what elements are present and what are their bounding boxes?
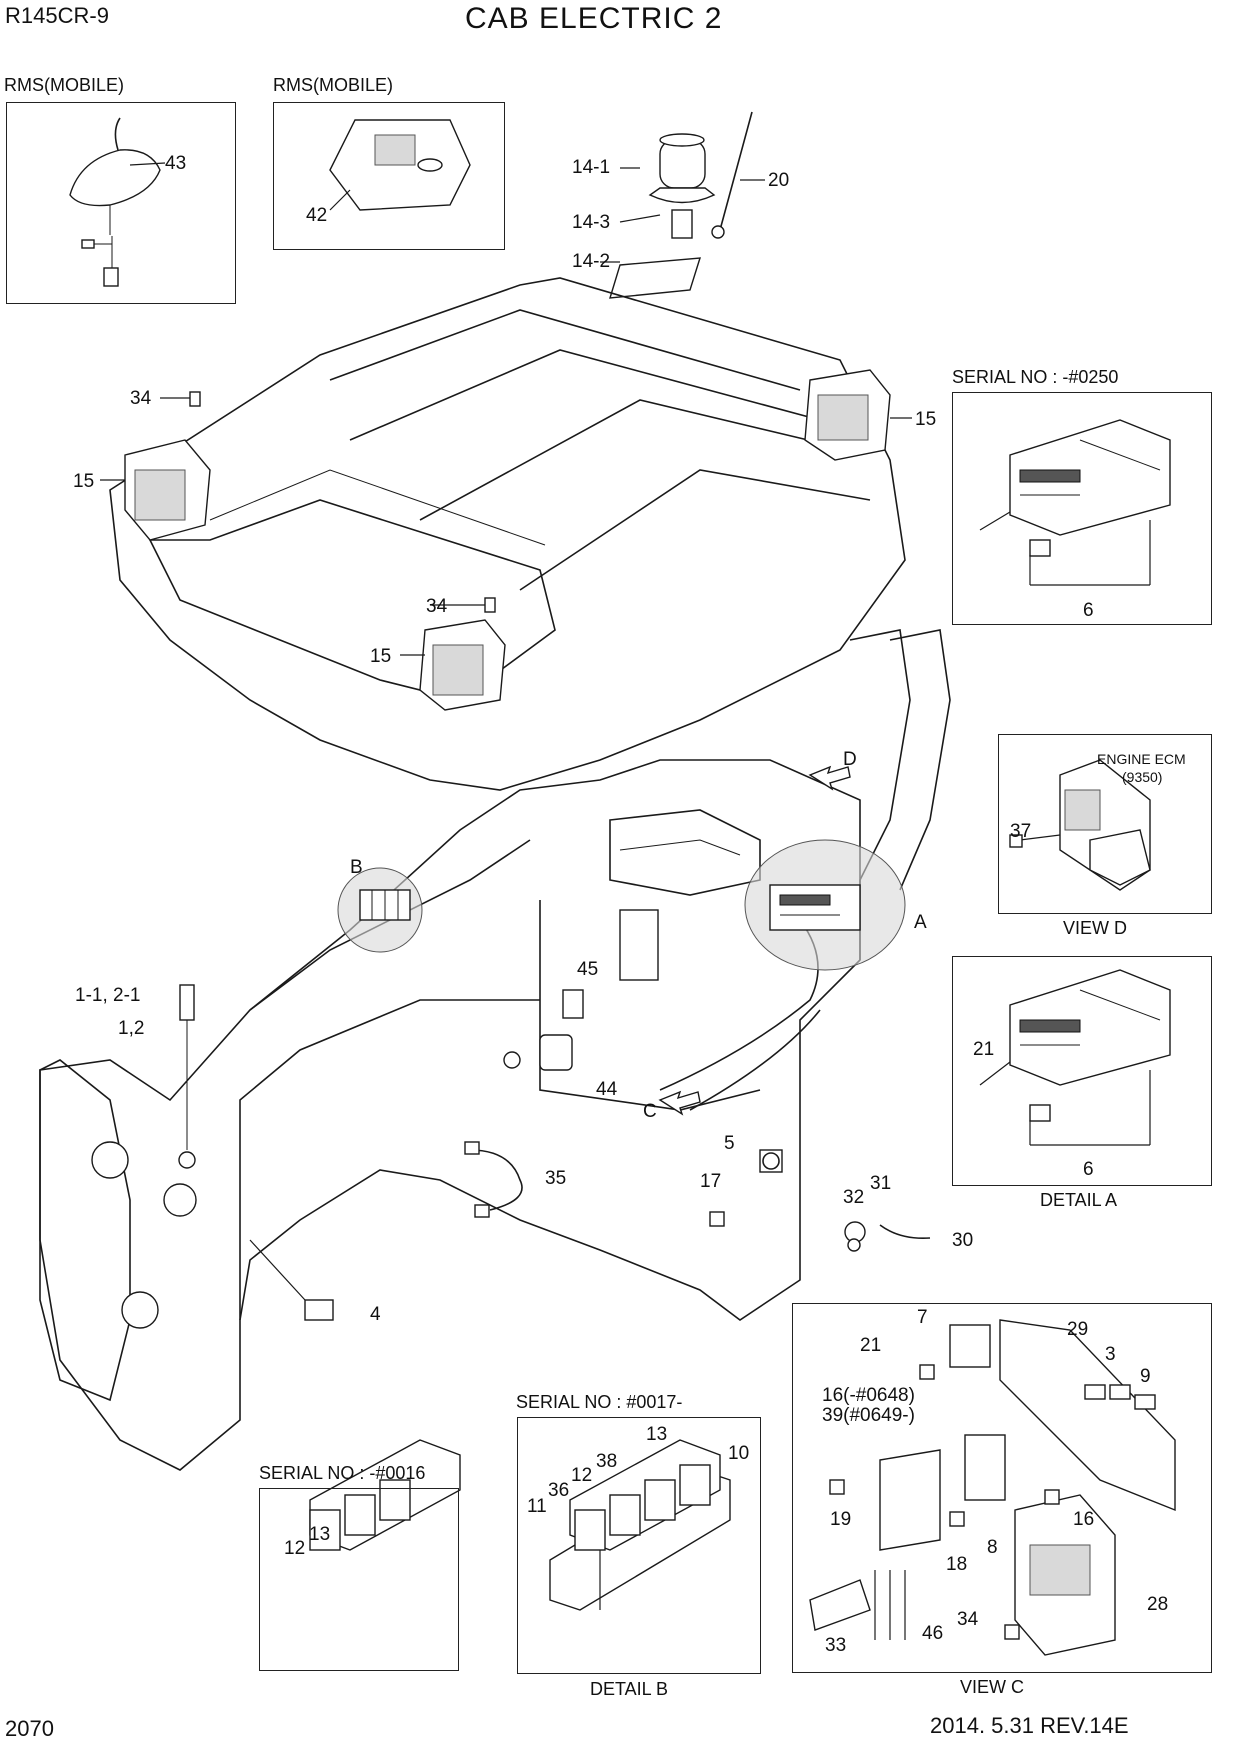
page-number: 2070 — [5, 1716, 54, 1741]
callout-21-view-c: 21 — [860, 1335, 882, 1356]
detail-b-caption: DETAIL B — [590, 1679, 669, 1699]
callout-15-left: 15 — [73, 471, 95, 492]
callout-44: 44 — [596, 1079, 618, 1100]
callout-36: 36 — [548, 1480, 570, 1501]
rms-antenna-illustration — [69, 117, 166, 287]
callout-17: 17 — [700, 1171, 722, 1192]
callout-10: 10 — [728, 1443, 750, 1464]
callout-32: 32 — [843, 1187, 865, 1208]
callout-46: 46 — [922, 1623, 944, 1644]
callout-29: 29 — [1067, 1319, 1089, 1340]
rms-mobile-caption-1: RMS(MOBILE) — [4, 75, 125, 95]
view-c-components — [809, 1319, 1176, 1656]
beacon-lamp-illustration — [600, 111, 765, 299]
serial-mid-caption: SERIAL NO : #0017- — [516, 1392, 683, 1412]
page-title: CAB ELECTRIC 2 — [465, 2, 723, 35]
serial-top-box — [952, 392, 1212, 625]
radio-unit-top — [979, 419, 1171, 586]
revision-date: 2014. 5.31 REV.14E — [930, 1713, 1129, 1738]
view-d-caption: VIEW D — [1063, 918, 1128, 938]
callout-1-1-2-1: 1-1, 2-1 — [75, 985, 141, 1006]
view-c-box — [792, 1303, 1212, 1673]
detail-a-box — [952, 956, 1212, 1186]
callout-4: 4 — [370, 1304, 381, 1325]
callout-20: 20 — [768, 170, 790, 191]
callout-7: 7 — [917, 1307, 928, 1328]
callout-16: 16 — [1073, 1509, 1095, 1530]
radio-unit-detail-a — [979, 969, 1171, 1146]
work-lamp-front-center — [419, 619, 506, 711]
work-lamp-rear-right — [804, 369, 891, 461]
callout-6-top: 6 — [1083, 600, 1094, 621]
callout-16-39-line2: 39(#0649-) — [822, 1405, 915, 1426]
callout-33: 33 — [825, 1635, 847, 1656]
detail-a-caption: DETAIL A — [1040, 1190, 1118, 1210]
callout-13-old: 13 — [309, 1524, 331, 1545]
callout-12-old: 12 — [284, 1538, 306, 1559]
view-d-box — [998, 734, 1212, 914]
serial-top-caption: SERIAL NO : -#0250 — [952, 367, 1119, 387]
callout-15-right: 15 — [915, 409, 937, 430]
callout-38: 38 — [596, 1451, 618, 1472]
switch-panel-new — [549, 1439, 731, 1611]
callout-42: 42 — [306, 205, 328, 226]
engine-ecm-code: (9350) — [1122, 769, 1163, 785]
callout-14-3: 14-3 — [572, 212, 611, 233]
switch-panel-in-console — [359, 889, 411, 921]
work-lamp-front-left — [124, 439, 211, 541]
callout-34-mid: 34 — [426, 596, 448, 617]
callout-15-center: 15 — [370, 646, 392, 667]
serial-low-caption: SERIAL NO : -#0016 — [259, 1463, 426, 1483]
callout-13-detail-b: 13 — [646, 1424, 668, 1445]
callout-21-detail-a: 21 — [973, 1039, 995, 1060]
engine-ecm-caption: ENGINE ECM — [1097, 751, 1186, 767]
callout-43: 43 — [165, 153, 187, 174]
callout-14-2: 14-2 — [572, 251, 611, 272]
callout-11: 11 — [527, 1496, 547, 1517]
callout-12-detail-b: 12 — [571, 1465, 593, 1486]
view-marker-d: D — [843, 749, 857, 770]
left-side-panel-outline — [39, 1059, 197, 1402]
view-marker-c: C — [643, 1101, 657, 1122]
switch-panel-old — [309, 1439, 461, 1551]
view-marker-a: A — [914, 912, 927, 933]
rms-module-illustration — [329, 119, 471, 211]
cab-roof-outline — [109, 277, 906, 791]
callout-3: 3 — [1105, 1344, 1116, 1365]
view-marker-b: B — [350, 857, 363, 878]
callout-37: 37 — [1010, 821, 1032, 842]
callout-34-top: 34 — [130, 388, 152, 409]
callout-5: 5 — [724, 1133, 735, 1154]
callout-28: 28 — [1147, 1594, 1169, 1615]
callout-30: 30 — [952, 1230, 974, 1251]
rms-module-box — [273, 102, 505, 250]
engine-ecm-unit — [1009, 759, 1151, 891]
rms-mobile-caption-2: RMS(MOBILE) — [273, 75, 394, 95]
callout-9: 9 — [1140, 1366, 1151, 1387]
model-number: R145CR-9 — [5, 3, 109, 28]
callout-6-detail-a: 6 — [1083, 1159, 1094, 1180]
callout-16-39-line1: 16(-#0648) — [822, 1385, 915, 1406]
callout-1-2: 1,2 — [118, 1018, 145, 1039]
rms-antenna-box — [6, 102, 236, 304]
radio-in-console — [769, 884, 861, 931]
detail-b-box — [517, 1417, 761, 1674]
view-c-caption: VIEW C — [960, 1677, 1025, 1697]
callout-45: 45 — [577, 959, 599, 980]
callout-14-1: 14-1 — [572, 157, 611, 178]
callout-31: 31 — [870, 1173, 892, 1194]
serial-low-box — [259, 1488, 459, 1671]
callout-8: 8 — [987, 1537, 998, 1558]
callout-35: 35 — [545, 1168, 567, 1189]
callout-34-view-c: 34 — [957, 1609, 979, 1630]
callout-18: 18 — [946, 1554, 968, 1575]
callout-19: 19 — [830, 1509, 852, 1530]
